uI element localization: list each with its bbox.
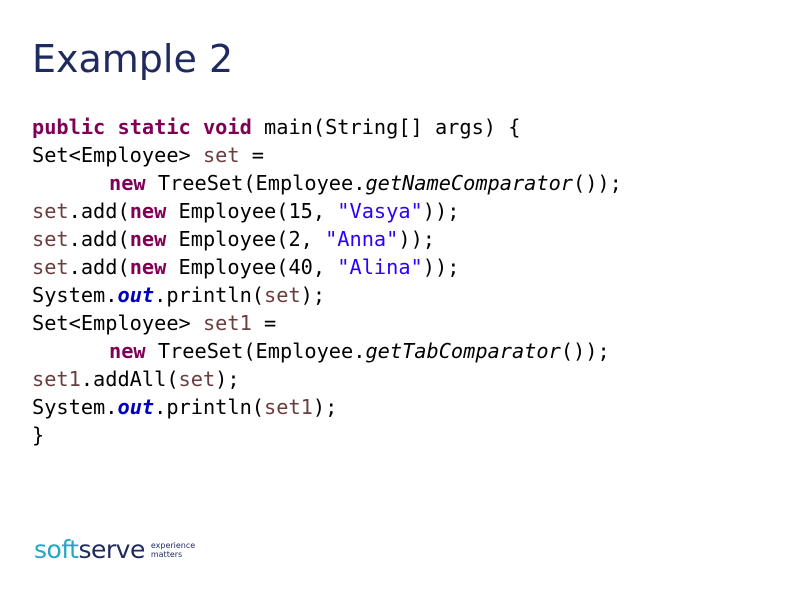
code-line-6: set.add(new Employee(40, "Alina")); <box>32 253 622 281</box>
code-text: main(String[] args) { <box>251 115 521 139</box>
code-text: .add( <box>68 199 130 223</box>
variable: set <box>32 255 69 279</box>
code-line-4: set.add(new Employee(15, "Vasya")); <box>32 197 622 225</box>
code-line-11: System.out.println(set1); <box>32 393 622 421</box>
code-text: ()); <box>560 339 610 363</box>
static-field: out <box>117 395 155 419</box>
keyword: public <box>32 115 106 139</box>
code-text: Set<Employee> <box>32 311 203 335</box>
code-text: .add( <box>68 227 130 251</box>
logo-wordmark: softserve <box>34 535 145 565</box>
code-text: ); <box>312 395 338 419</box>
code-text: )); <box>422 199 460 223</box>
logo-soft: soft <box>34 535 79 564</box>
code-text: TreeSet(Employee. <box>145 171 366 195</box>
keyword: void <box>202 115 252 139</box>
code-line-8: Set<Employee> set1 = <box>32 309 622 337</box>
code-line-12: } <box>32 421 622 449</box>
string-literal: "Anna" <box>325 227 399 251</box>
keyword: new <box>109 171 146 195</box>
variable: set <box>202 143 240 167</box>
static-field: out <box>117 283 155 307</box>
code-line-5: set.add(new Employee(2, "Anna")); <box>32 225 622 253</box>
slide-title: Example 2 <box>32 37 234 81</box>
code-text: )); <box>422 255 460 279</box>
variable: set <box>178 367 216 391</box>
code-line-10: set1.addAll(set); <box>32 365 622 393</box>
code-line-3: new TreeSet(Employee.getNameComparator()… <box>32 169 622 197</box>
code-text: Employee(40, <box>166 255 338 279</box>
code-line-1: public static void main(String[] args) { <box>32 113 622 141</box>
code-text: .add( <box>68 255 130 279</box>
code-text: )); <box>398 227 435 251</box>
variable: set <box>32 199 69 223</box>
logo-serve: serve <box>78 535 145 564</box>
code-text: System. <box>32 283 118 307</box>
variable: set <box>32 227 69 251</box>
code-text: ()); <box>573 171 622 195</box>
code-block: public static void main(String[] args) {… <box>32 113 622 449</box>
keyword: static <box>117 115 191 139</box>
variable: set <box>264 283 301 307</box>
keyword: new <box>129 255 167 279</box>
keyword: new <box>109 339 146 363</box>
code-text: .println( <box>154 283 265 307</box>
code-text: Set<Employee> <box>32 143 203 167</box>
keyword: new <box>129 227 167 251</box>
code-line-7: System.out.println(set); <box>32 281 622 309</box>
code-text: Employee(15, <box>166 199 338 223</box>
code-text: Employee(2, <box>166 227 326 251</box>
code-line-9: new TreeSet(Employee.getTabComparator())… <box>32 337 622 365</box>
softserve-logo: softserve experience matters <box>34 535 195 565</box>
code-text: TreeSet(Employee. <box>145 339 366 363</box>
string-literal: "Alina" <box>337 255 423 279</box>
logo-tagline-line-2: matters <box>150 550 183 559</box>
code-text: System. <box>32 395 118 419</box>
logo-tagline-line-1: experience <box>150 541 196 550</box>
code-text: ); <box>215 367 240 391</box>
code-text: .println( <box>154 395 265 419</box>
code-text: ); <box>300 283 326 307</box>
keyword: new <box>129 199 167 223</box>
code-text: } <box>32 423 45 447</box>
variable: set1 <box>32 367 81 391</box>
method-name: getTabComparator <box>365 339 561 363</box>
variable: set1 <box>264 395 313 419</box>
logo-tagline: experience matters <box>151 541 195 559</box>
variable: set1 <box>202 311 252 335</box>
code-text: = <box>239 143 265 167</box>
code-text: = <box>251 311 277 335</box>
code-line-2: Set<Employee> set = <box>32 141 622 169</box>
string-literal: "Vasya" <box>337 199 423 223</box>
code-text: .addAll( <box>80 367 179 391</box>
method-name: getNameComparator <box>365 171 574 195</box>
